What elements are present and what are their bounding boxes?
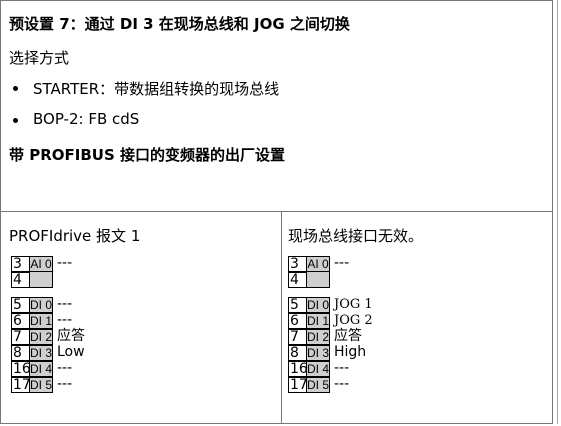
- terminal-number: 6: [288, 313, 307, 329]
- terminal-number: 8: [11, 345, 30, 361]
- terminal-value: ---: [57, 376, 73, 392]
- page-edge-line: [557, 0, 558, 424]
- terminal-value: 应答: [57, 328, 85, 344]
- terminal-number: 17: [288, 377, 308, 393]
- terminal-label: DI 2: [30, 329, 53, 345]
- terminal-number: 7: [288, 329, 307, 345]
- terminal-number: 4: [288, 272, 307, 288]
- bullet-icon: [13, 86, 18, 91]
- terminal-label: DI 2: [307, 329, 330, 345]
- terminal-value: ---: [57, 312, 73, 328]
- terminal-value: ---: [334, 360, 350, 376]
- terminal-label: DI 0: [30, 297, 53, 313]
- terminal-label: DI 3: [307, 345, 330, 361]
- right-column-title: 现场总线接口无效。: [288, 227, 424, 245]
- terminal-label: DI 4: [30, 361, 53, 377]
- terminal-number: 16: [288, 361, 308, 377]
- selection-method-label: 选择方式: [9, 49, 70, 67]
- factory-setting-subtitle: 带 PROFIBUS 接口的变频器的出厂设置: [9, 146, 285, 164]
- terminal-number: 17: [11, 377, 31, 393]
- terminal-label: [30, 272, 53, 288]
- terminal-label: DI 4: [307, 361, 330, 377]
- terminal-label: DI 0: [307, 297, 330, 313]
- bullet-icon: [13, 118, 18, 123]
- terminal-number: 6: [11, 313, 30, 329]
- terminal-label: DI 1: [30, 313, 53, 329]
- terminal-number: 5: [11, 297, 30, 313]
- terminal-value: ---: [57, 255, 73, 271]
- bullet-item-starter: STARTER：带数据组转换的现场总线: [33, 80, 280, 98]
- terminal-value: ---: [334, 376, 350, 392]
- terminal-number: 4: [11, 272, 30, 288]
- preset-title: 预设置 7：通过 DI 3 在现场总线和 JOG 之间切换: [9, 15, 350, 33]
- terminal-label: DI 3: [30, 345, 53, 361]
- terminal-value: JOG 2: [334, 313, 373, 328]
- terminal-value: ---: [57, 296, 73, 312]
- column-divider: [281, 212, 282, 424]
- terminal-number: 3: [288, 256, 307, 272]
- left-column-title: PROFIdrive 报文 1: [9, 227, 141, 245]
- row-divider: [0, 211, 553, 212]
- terminal-number: 16: [11, 361, 31, 377]
- terminal-label: AI 0: [307, 256, 330, 272]
- terminal-value: ---: [57, 360, 73, 376]
- terminal-value: ---: [334, 255, 350, 271]
- terminal-number: 7: [11, 329, 30, 345]
- terminal-value: 应答: [334, 328, 362, 344]
- terminal-label: [307, 272, 330, 288]
- terminal-label: DI 5: [30, 377, 53, 393]
- terminal-number: 8: [288, 345, 307, 361]
- terminal-number: 3: [11, 256, 30, 272]
- terminal-value: Low: [57, 344, 85, 360]
- terminal-label: DI 5: [307, 377, 330, 393]
- terminal-value: JOG 1: [334, 297, 373, 312]
- terminal-value: High: [334, 344, 367, 360]
- bullet-item-bop2: BOP-2: FB cdS: [33, 110, 140, 128]
- terminal-number: 5: [288, 297, 307, 313]
- terminal-label: DI 1: [307, 313, 330, 329]
- terminal-label: AI 0: [30, 256, 53, 272]
